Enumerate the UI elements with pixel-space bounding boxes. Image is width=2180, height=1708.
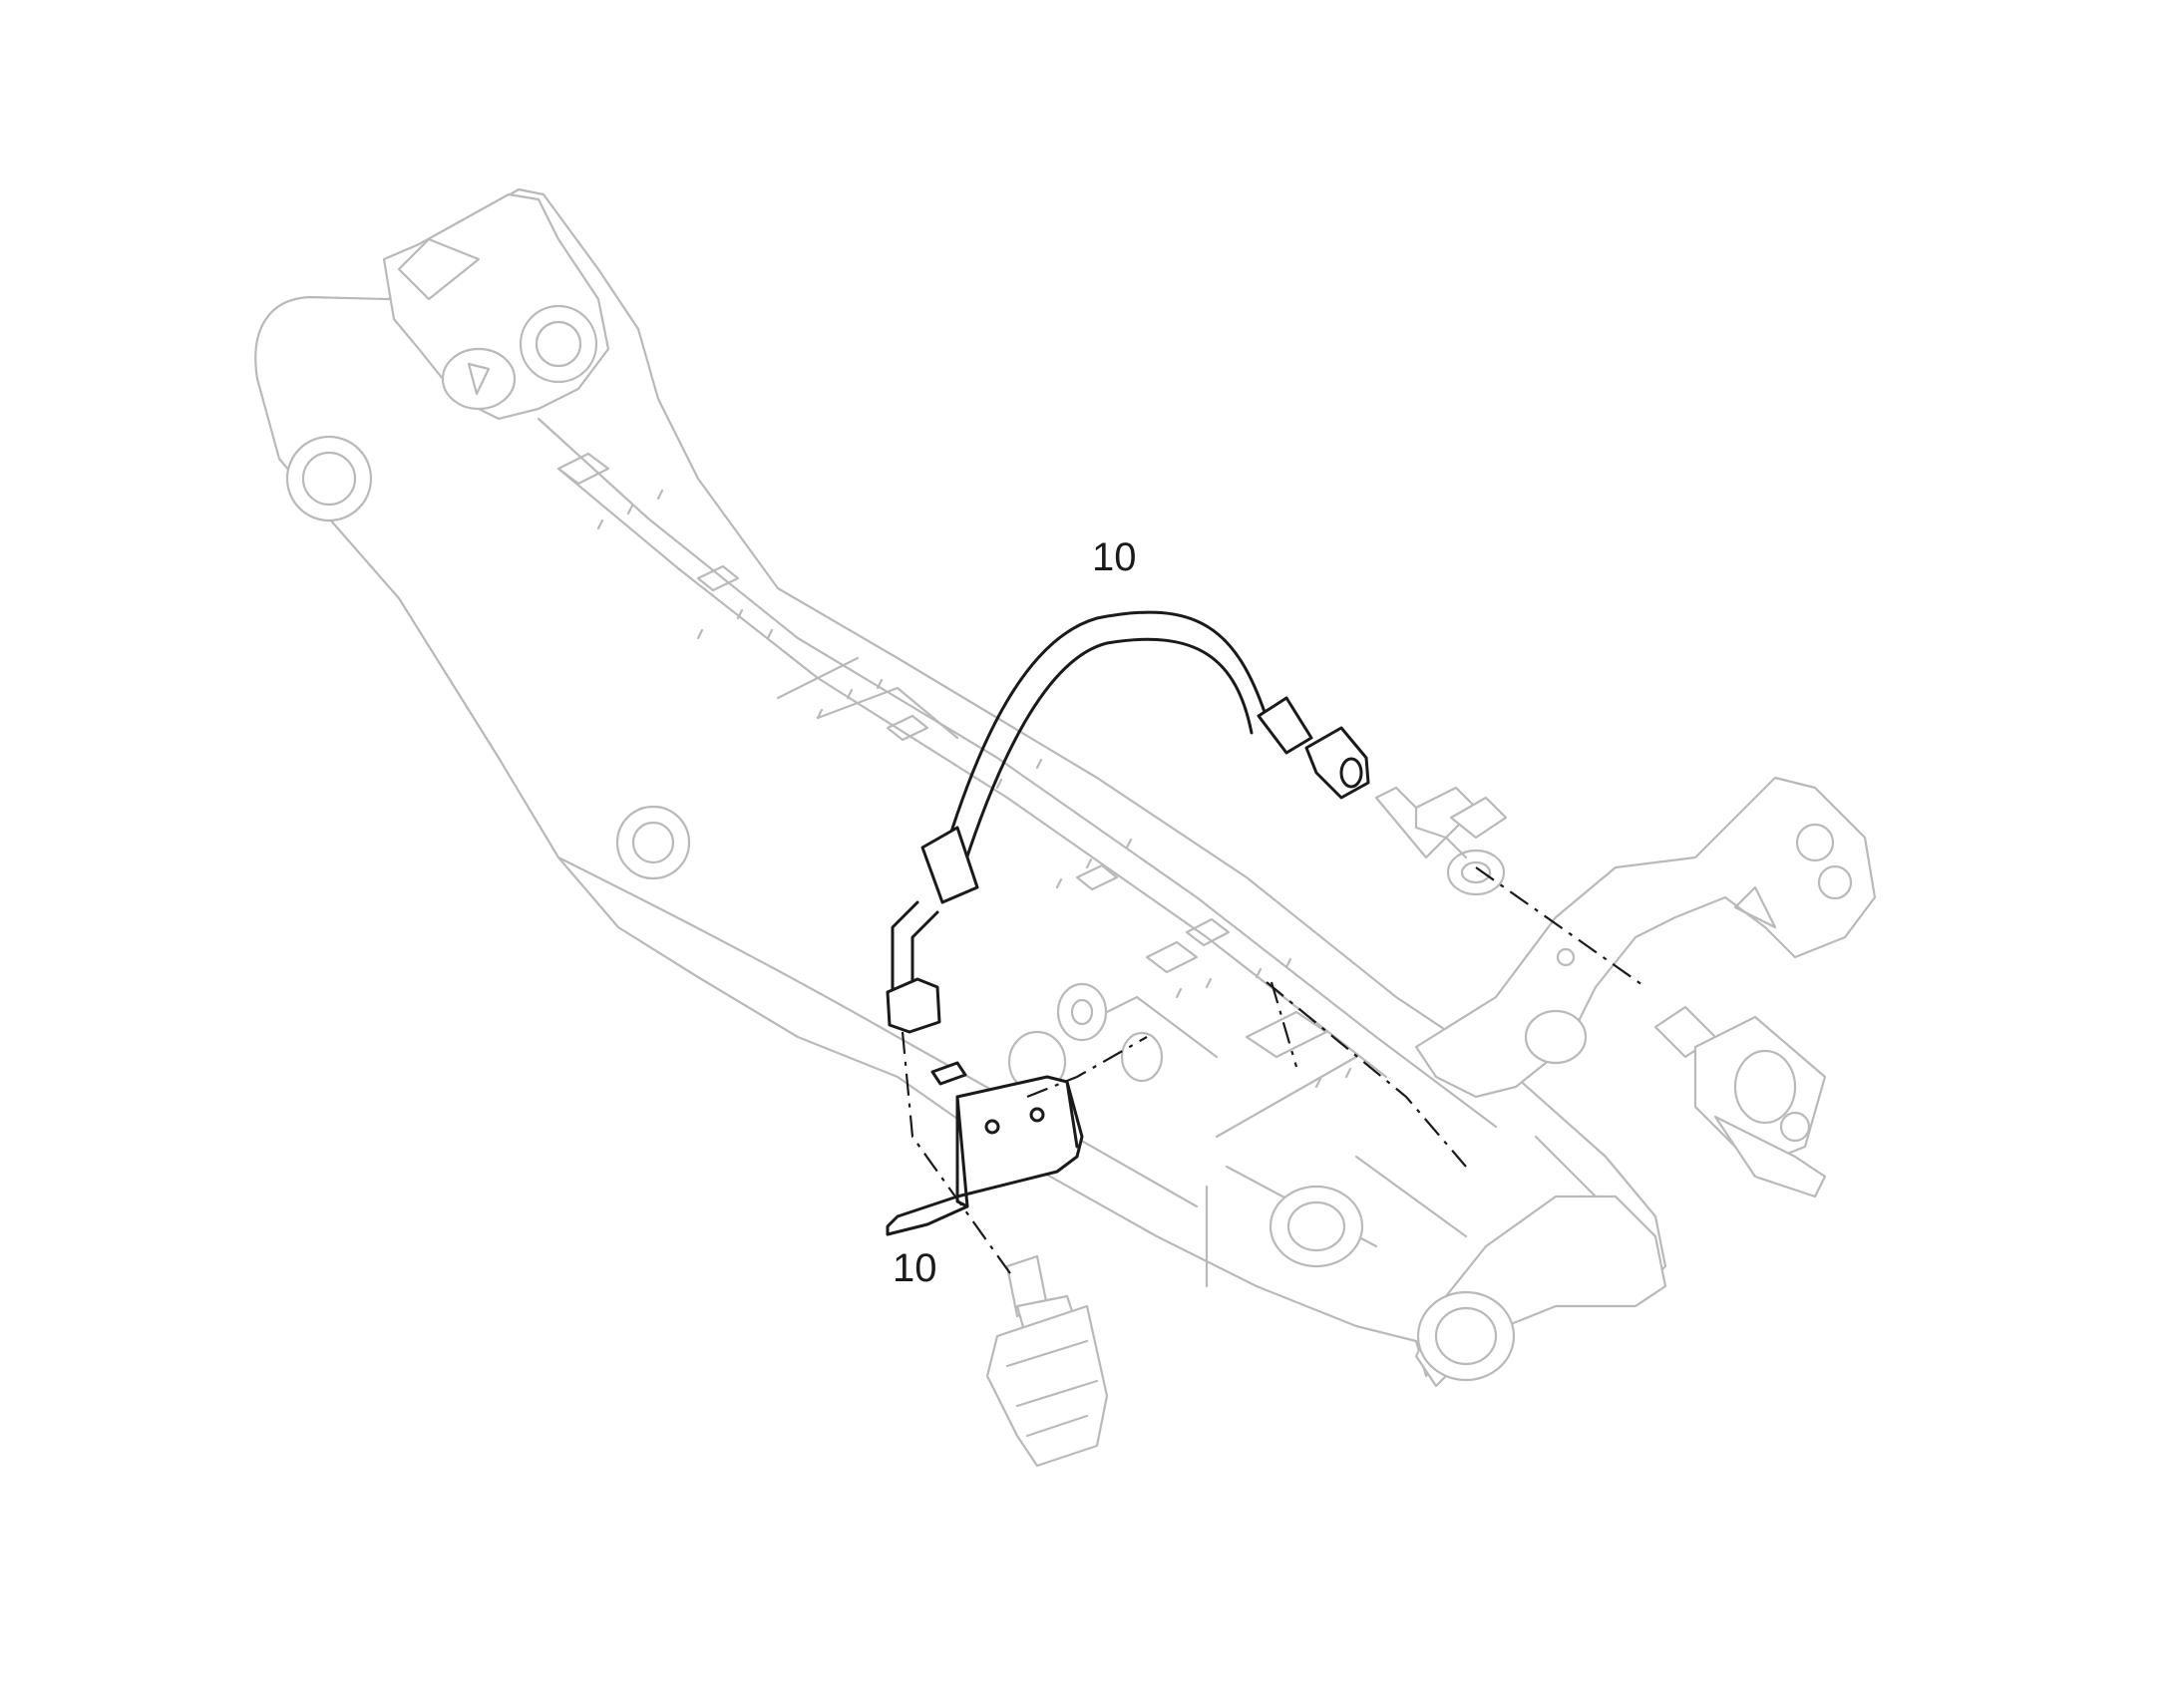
boom-arm [254,187,1667,1388]
pressure-switch-right [1653,1005,1827,1198]
pressure-switch-lower [985,1254,1109,1468]
tee-fitting [1374,786,1508,896]
cylinder-pin-eye [615,805,691,880]
assembly-centerlines [901,866,1646,1277]
boom-outline [254,187,1667,1378]
hose-nut-lower [886,977,941,1034]
rivet-marks [596,489,1352,1089]
valve-mounting-bracket [1414,776,1877,1099]
hose-nut-upper [1304,726,1370,800]
callout-bracket: 10 [893,1246,937,1290]
angle-bracket [886,1061,1084,1236]
hydraulic-hose [886,610,1370,1034]
rear-pivot-eye [285,435,373,522]
callout-hose: 10 [1092,535,1137,579]
